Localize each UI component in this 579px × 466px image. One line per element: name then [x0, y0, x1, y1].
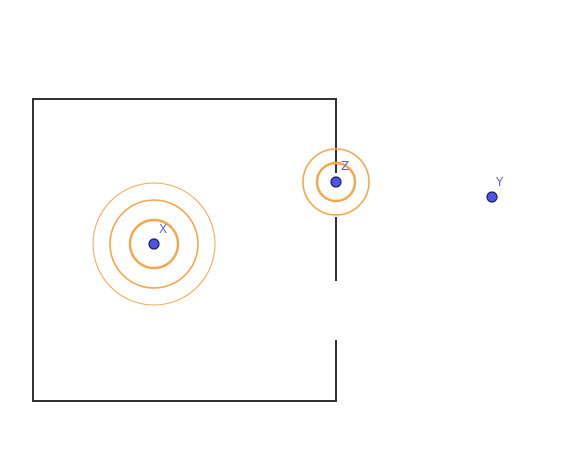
point-x-label: X	[159, 222, 167, 236]
room-walls	[32, 98, 337, 402]
point-z-group: Z	[302, 148, 370, 216]
point-y-group: Y	[486, 175, 504, 203]
signal-ring-outer	[302, 148, 370, 216]
signal-ring-inner	[315, 161, 357, 203]
signal-ring-inner	[128, 218, 180, 270]
point-z-label: Z	[341, 159, 349, 173]
point-x-group: X	[92, 182, 216, 306]
point-x[interactable]	[148, 238, 160, 250]
signal-ring-outer	[92, 182, 216, 306]
point-y[interactable]	[486, 191, 498, 203]
signal-ring-middle	[109, 199, 199, 289]
point-y-label: Y	[495, 175, 504, 189]
point-z[interactable]	[330, 176, 342, 188]
